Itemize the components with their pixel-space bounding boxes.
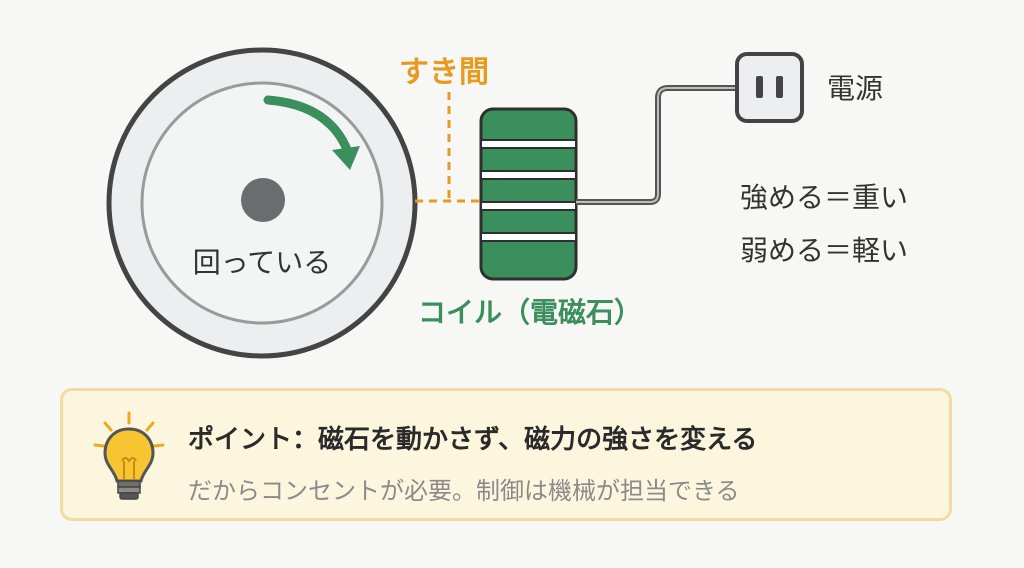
power-outlet-icon <box>735 52 804 123</box>
weak-label: 弱める＝軽い <box>740 234 908 267</box>
strong-label: 強める＝重い <box>740 181 908 214</box>
callout-subtitle: だからコンセントが必要。制御は機械が担当できる <box>188 477 740 505</box>
rotation-arrow-icon <box>263 95 353 157</box>
point-callout: ポイント：磁石を動かさず、磁力の強さを変える だからコンセントが必要。制御は機械… <box>60 388 952 521</box>
gap-indicator: すき間 <box>399 55 489 203</box>
power-label: 電源 <box>827 72 883 105</box>
rotating-disk: 回っている <box>106 47 418 359</box>
rotation-arrow-head <box>332 146 360 170</box>
callout-title: ポイント：磁石を動かさず、磁力の強さを変える <box>188 425 758 455</box>
disk-label: 回っている <box>193 246 332 279</box>
gap-label: すき間 <box>399 55 489 90</box>
disk-hub <box>241 178 285 222</box>
light-bulb-icon <box>93 411 165 500</box>
coil-electromagnet: コイル（電磁石） <box>418 107 642 329</box>
coil-label: コイル（電磁石） <box>418 296 642 329</box>
